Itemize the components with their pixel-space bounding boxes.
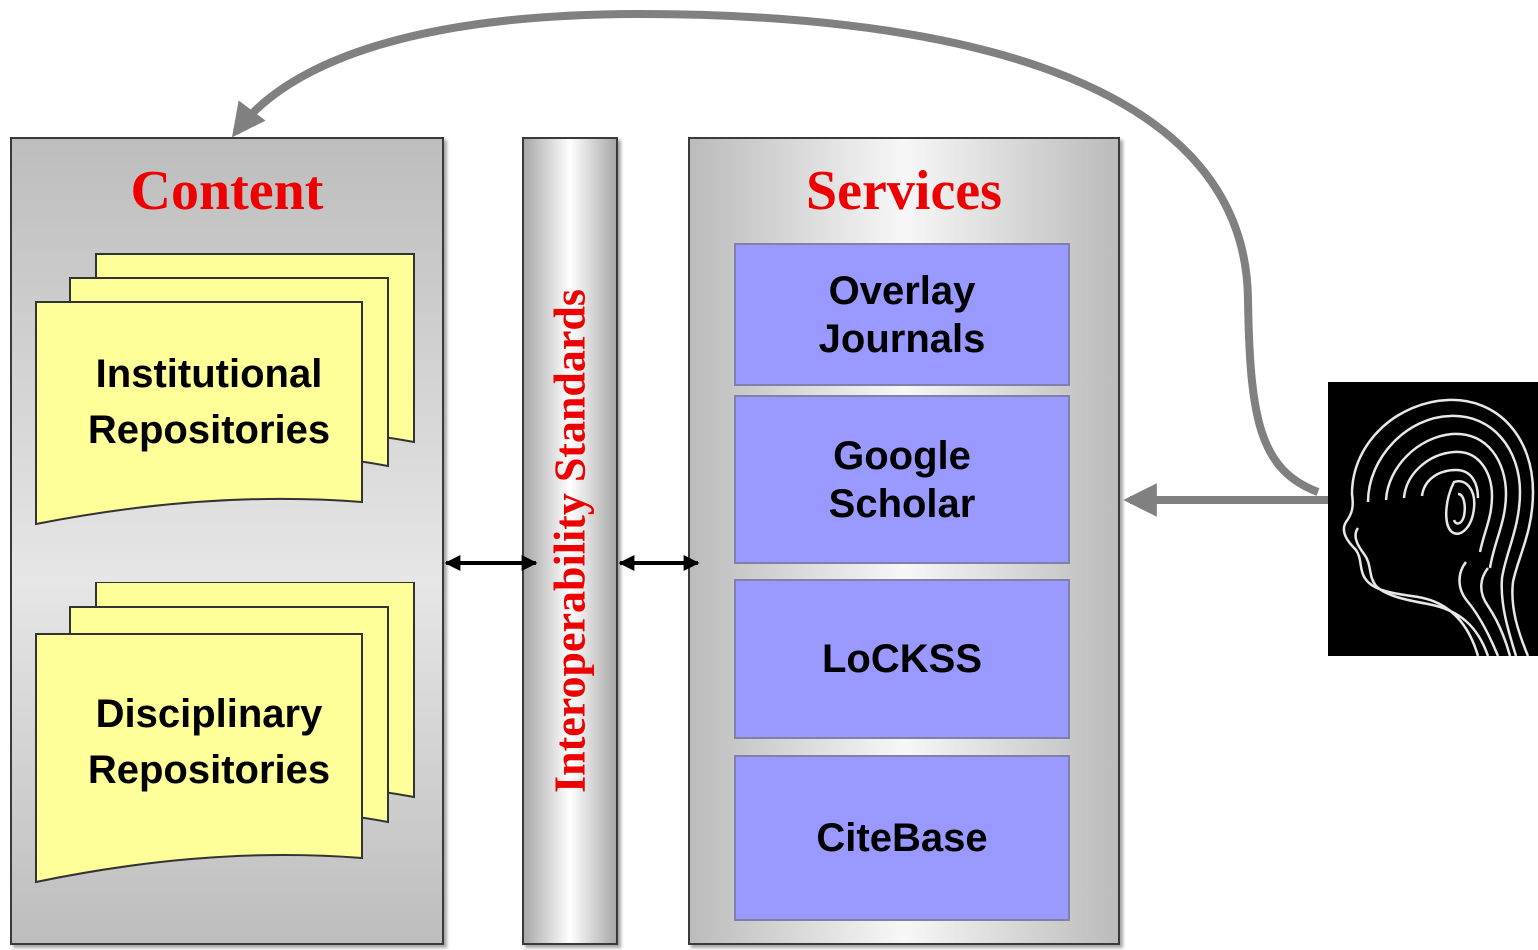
interoperability-standards-bar: Interoperability Standards <box>522 137 618 945</box>
service-lockss: LoCKSS <box>734 579 1070 739</box>
service-citebase: CiteBase <box>734 755 1070 921</box>
services-panel: Services Overlay Journals Google Scholar… <box>688 137 1120 945</box>
disciplinary-repositories-stack: Disciplinary Repositories <box>34 582 424 922</box>
service-label-line1: Google <box>833 433 971 478</box>
service-label-line2: Journals <box>818 316 986 361</box>
institutional-repositories-label-line2: Repositories <box>87 408 331 452</box>
document-stack-icon <box>35 582 415 884</box>
service-google-scholar: Google Scholar <box>734 395 1070 564</box>
document-stack-icon <box>35 253 415 526</box>
content-title: Content <box>130 160 324 222</box>
institutional-repositories-label-line1: Institutional <box>95 352 323 396</box>
institutional-repositories-stack: Institutional Repositories <box>34 252 424 592</box>
service-label-line1: LoCKSS <box>822 637 982 681</box>
service-label-line1: Overlay <box>828 268 976 313</box>
disciplinary-repositories-label-line1: Disciplinary <box>95 692 323 736</box>
services-title: Services <box>806 160 1002 222</box>
service-label-line2: Scholar <box>828 481 976 526</box>
content-panel: Content Institutional Repositories Disci… <box>10 137 444 945</box>
service-label-line1: CiteBase <box>816 816 988 860</box>
disciplinary-repositories-label-line2: Repositories <box>87 748 331 792</box>
human-head-icon <box>1328 382 1538 657</box>
user-to-content-curved-arrow <box>231 9 1320 496</box>
service-overlay-journals: Overlay Journals <box>734 243 1070 386</box>
